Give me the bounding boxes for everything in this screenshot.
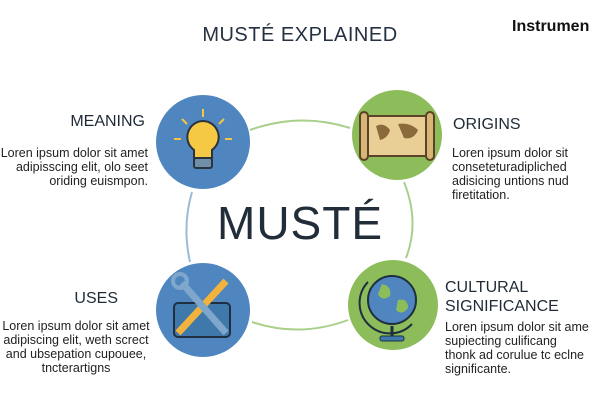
text-line: adisicing untions nud	[452, 174, 569, 188]
text-line: thonk ad corulue tc eclne	[445, 348, 584, 362]
globe-icon	[348, 260, 438, 350]
text-line: and ubsepation cupouee,	[5, 347, 147, 361]
text-line: firetitation.	[452, 188, 510, 202]
text-line: tncterartigns	[41, 361, 111, 375]
text-line: oriding euismpon.	[49, 174, 148, 188]
lightbulb-icon	[156, 95, 250, 189]
text-line: adipiscing elit, weth screct	[3, 333, 149, 347]
corner-label: Instrumen	[512, 18, 590, 35]
text-line: conseteturadipliched	[452, 160, 567, 174]
uses-text: Loren ipsum dolor sit amet adipiscing el…	[0, 319, 152, 375]
uses-heading: USES	[74, 290, 118, 307]
text-line: Loren ipsum dolor sit ame	[445, 320, 589, 334]
map-scroll-icon	[352, 90, 442, 180]
cultural-significance-text: Loren ipsum dolor sit ame supiecting cul…	[445, 320, 589, 376]
origins-heading: ORIGINS	[453, 116, 521, 133]
text-line: Loren ipsum dolor sit	[452, 146, 569, 160]
toolbox-icon	[156, 263, 250, 357]
text-line: adipisscing elit, olo seet	[15, 160, 148, 174]
text-line: significante.	[445, 362, 512, 376]
heading-line: CULTURAL	[445, 279, 529, 296]
cultural-significance-heading: CULTURAL SIGNIFICANCE	[445, 278, 559, 316]
meaning-text: Loren ipsum dolor sit amet adipisscing e…	[0, 146, 148, 188]
page-title: MUSTÉ EXPLAINED	[202, 24, 398, 46]
center-word: MUSTÉ	[217, 197, 383, 249]
text-line: supiecting culificang	[445, 334, 557, 348]
origins-text: Loren ipsum dolor sit conseteturadiplich…	[452, 146, 569, 202]
heading-line: SIGNIFICANCE	[445, 298, 559, 315]
text-line: Loren ipsum dolor sit amet	[2, 319, 150, 333]
meaning-heading: MEANING	[70, 113, 145, 130]
text-line: Loren ipsum dolor sit amet	[0, 146, 148, 160]
